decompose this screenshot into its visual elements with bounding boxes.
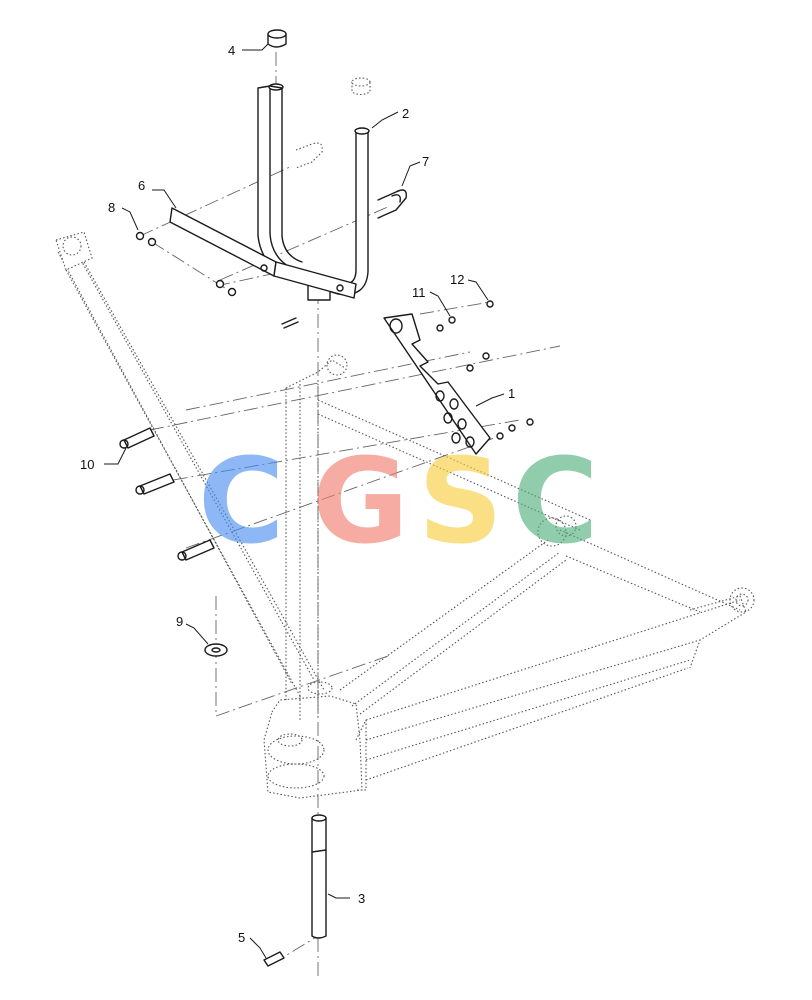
bottom-pin (263, 951, 285, 967)
end-cap-second (351, 77, 371, 96)
watermark-letter-g: G (312, 432, 409, 570)
boom-frame (55, 231, 755, 799)
callout-8: 8 (108, 200, 115, 215)
callout-9: 9 (176, 614, 183, 629)
watermark-letter-c-second: C (512, 432, 599, 570)
small-pin (281, 317, 299, 329)
clevis-pins (119, 427, 215, 561)
watermark-logo: C G S C (198, 432, 599, 570)
callout-6: 6 (138, 178, 145, 193)
bracket-fasteners (436, 300, 534, 440)
end-cap (267, 29, 287, 48)
callout-leaders (104, 43, 505, 959)
callout-2: 2 (402, 106, 409, 121)
mounting-plate (169, 207, 357, 299)
washer (204, 643, 228, 657)
callout-12: 12 (450, 272, 464, 287)
callout-11: 11 (412, 285, 426, 300)
callout-1: 1 (508, 386, 515, 401)
nuts (135, 231, 237, 297)
watermark-letter-c: C (198, 432, 285, 570)
callout-10: 10 (80, 457, 94, 472)
callout-4: 4 (228, 43, 235, 58)
watermark-letter-s: S (418, 432, 503, 570)
callout-numbers: 1 2 3 4 5 6 7 8 9 10 11 12 (80, 43, 515, 945)
callout-7: 7 (422, 154, 429, 169)
callout-5: 5 (238, 930, 245, 945)
bracket-plate (383, 313, 491, 455)
callout-3: 3 (358, 891, 365, 906)
u-bolt (295, 142, 407, 219)
vertical-pin (311, 814, 327, 939)
